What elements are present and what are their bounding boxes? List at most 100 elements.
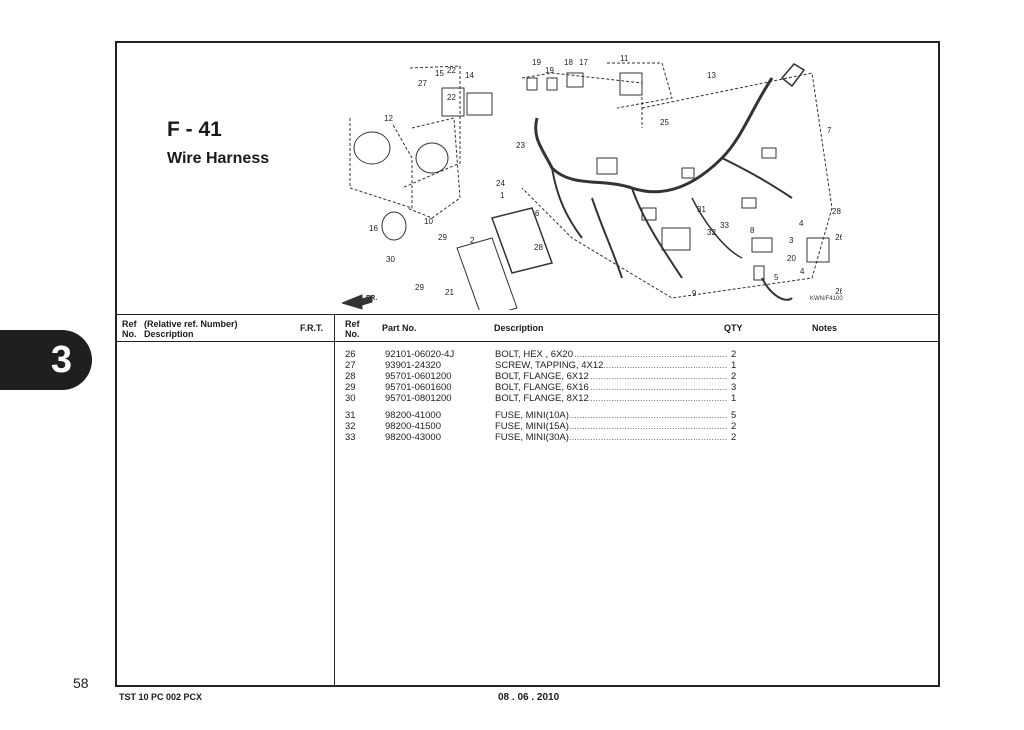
svg-text:27: 27 bbox=[418, 79, 427, 88]
qty-header: QTY bbox=[724, 323, 743, 333]
figure-code: F - 41 bbox=[167, 118, 222, 141]
svg-text:22: 22 bbox=[447, 93, 456, 102]
ref-number: 26 bbox=[345, 349, 356, 360]
part-description: BOLT, FLANGE, 6X12 bbox=[495, 371, 589, 382]
description-header: Description bbox=[494, 323, 544, 333]
leader-dots: ........................................… bbox=[495, 421, 727, 432]
quantity: 5 bbox=[731, 410, 737, 421]
ref-number: 27 bbox=[345, 360, 356, 371]
svg-text:8: 8 bbox=[750, 226, 755, 235]
svg-text:29: 29 bbox=[438, 233, 447, 242]
table-row: 26 92101-06020-4J ......................… bbox=[345, 349, 765, 360]
left-relative-header: (Relative ref. Number) bbox=[144, 319, 238, 329]
ref-number: 28 bbox=[345, 371, 356, 382]
table-row: 29 95701-0601600 .......................… bbox=[345, 382, 765, 393]
svg-text:22: 22 bbox=[447, 66, 456, 75]
leader-dots: ........................................… bbox=[495, 393, 727, 404]
notes-header: Notes bbox=[812, 323, 838, 333]
left-description-header: Description bbox=[144, 329, 194, 339]
frt-header: F.R.T. bbox=[300, 323, 324, 333]
part-number: 95701-0801200 bbox=[385, 393, 452, 404]
column-divider bbox=[334, 315, 335, 687]
svg-text:16: 16 bbox=[369, 224, 378, 233]
footer-date: 08 . 06 . 2010 bbox=[498, 692, 560, 703]
footer-doc-code: TST 10 PC 002 PCX bbox=[119, 692, 203, 702]
svg-text:25: 25 bbox=[660, 118, 669, 127]
svg-text:3: 3 bbox=[789, 236, 794, 245]
svg-text:17: 17 bbox=[579, 58, 588, 67]
table-header: Ref No. (Relative ref. Number) Descripti… bbox=[117, 315, 938, 342]
svg-text:32: 32 bbox=[707, 228, 716, 237]
page-number: 58 bbox=[73, 675, 89, 691]
leader-dots: ........................................… bbox=[495, 349, 727, 360]
diagram-area: F - 41 Wire Harness bbox=[117, 43, 938, 315]
svg-text:26: 26 bbox=[835, 233, 842, 242]
table-row: 28 95701-0601200 .......................… bbox=[345, 371, 765, 382]
svg-text:13: 13 bbox=[707, 71, 716, 80]
chapter-tab: 3 bbox=[0, 330, 92, 390]
ref-number: 29 bbox=[345, 382, 356, 393]
quantity: 2 bbox=[731, 421, 737, 432]
svg-text:23: 23 bbox=[516, 141, 525, 150]
svg-text:FR.: FR. bbox=[366, 295, 377, 302]
part-description: BOLT, FLANGE, 8X12 bbox=[495, 393, 589, 404]
part-number: 95701-0601200 bbox=[385, 371, 452, 382]
svg-text:12: 12 bbox=[384, 114, 393, 123]
svg-text:28: 28 bbox=[534, 243, 543, 252]
table-row: 30 95701-0801200 .......................… bbox=[345, 393, 765, 404]
svg-text:33: 33 bbox=[720, 221, 729, 230]
svg-text:26: 26 bbox=[835, 287, 842, 296]
ref-number: 31 bbox=[345, 410, 356, 421]
svg-text:7: 7 bbox=[827, 126, 832, 135]
table-row: 33 98200-43000 .........................… bbox=[345, 432, 765, 443]
part-number: 98200-41500 bbox=[385, 421, 441, 432]
svg-text:21: 21 bbox=[445, 288, 454, 297]
svg-text:20: 20 bbox=[787, 254, 796, 263]
quantity: 2 bbox=[731, 371, 737, 382]
table-row: 32 98200-41500 .........................… bbox=[345, 421, 765, 432]
quantity: 1 bbox=[731, 360, 737, 371]
part-description: FUSE, MINI(10A) bbox=[495, 410, 569, 421]
figure-title: Wire Harness bbox=[167, 150, 270, 167]
svg-text:30: 30 bbox=[386, 255, 395, 264]
svg-text:31: 31 bbox=[697, 205, 706, 214]
svg-text:28: 28 bbox=[832, 207, 841, 216]
svg-text:1: 1 bbox=[500, 191, 505, 200]
no-header: No. bbox=[345, 329, 360, 339]
svg-text:19: 19 bbox=[545, 66, 554, 75]
part-description: SCREW, TAPPING, 4X12 bbox=[495, 360, 604, 371]
leader-dots: ........................................… bbox=[495, 410, 727, 421]
ref-header: Ref bbox=[345, 319, 360, 329]
svg-text:11: 11 bbox=[620, 54, 629, 63]
ref-number: 30 bbox=[345, 393, 356, 404]
part-number: 98200-43000 bbox=[385, 432, 441, 443]
svg-text:18: 18 bbox=[564, 58, 573, 67]
svg-text:4: 4 bbox=[799, 219, 804, 228]
part-number: 92101-06020-4J bbox=[385, 349, 455, 360]
diagram-code: KWN/F4100 bbox=[810, 296, 843, 302]
table-row: 27 93901-24320 .........................… bbox=[345, 360, 765, 371]
catalog-page-frame: F - 41 Wire Harness bbox=[115, 41, 940, 687]
quantity: 2 bbox=[731, 432, 737, 443]
left-ref-header: Ref bbox=[122, 319, 137, 329]
svg-text:14: 14 bbox=[465, 71, 474, 80]
svg-text:4: 4 bbox=[800, 267, 805, 276]
ref-number: 32 bbox=[345, 421, 356, 432]
parts-list: 26 92101-06020-4J ......................… bbox=[345, 349, 765, 443]
quantity: 2 bbox=[731, 349, 737, 360]
leader-dots: ........................................… bbox=[495, 432, 727, 443]
svg-text:19: 19 bbox=[532, 58, 541, 67]
svg-text:9: 9 bbox=[692, 289, 697, 298]
part-description: BOLT, HEX , 6X20 bbox=[495, 349, 573, 360]
svg-text:15: 15 bbox=[435, 69, 444, 78]
quantity: 3 bbox=[731, 382, 737, 393]
leader-dots: ........................................… bbox=[495, 371, 727, 382]
svg-text:6: 6 bbox=[535, 209, 540, 218]
part-description: FUSE, MINI(15A) bbox=[495, 421, 569, 432]
part-no-header: Part No. bbox=[382, 323, 417, 333]
part-description: FUSE, MINI(30A) bbox=[495, 432, 569, 443]
part-number: 95701-0601600 bbox=[385, 382, 452, 393]
left-no-header: No. bbox=[122, 329, 137, 339]
part-number: 98200-41000 bbox=[385, 410, 441, 421]
